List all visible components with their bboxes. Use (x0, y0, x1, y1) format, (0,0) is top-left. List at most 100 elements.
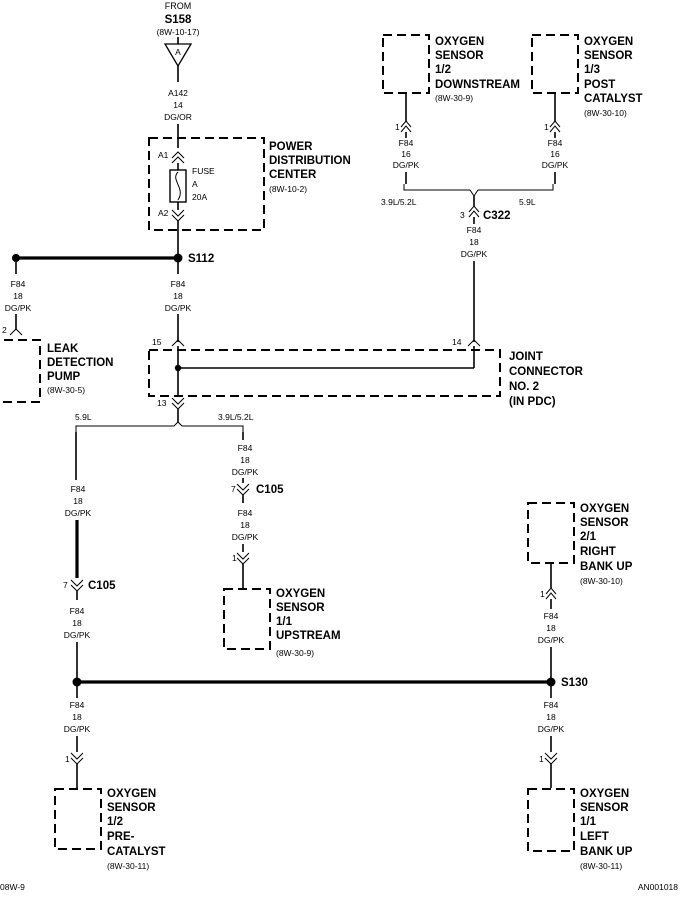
sensor-ref: (8W-30-11) (107, 861, 149, 871)
pdc-ref: (8W-10-2) (269, 184, 307, 194)
wire-label: DG/PK (538, 724, 565, 734)
sensor-ref: (8W-30-10) (584, 108, 627, 118)
c322-option-right: 5.9L (519, 197, 536, 207)
fuse-number: A (192, 179, 198, 189)
sensor-title: OXYGEN (107, 788, 156, 800)
connector-arrow-icon (400, 120, 412, 133)
sensor-title: BANK UP (580, 846, 633, 858)
fuse-icon (169, 169, 187, 203)
sensor-pin: 1 (540, 589, 545, 599)
wire-label: 18 (469, 237, 479, 247)
pdc-title-2: DISTRIBUTION (269, 155, 351, 167)
page-number: 08W-9 (0, 882, 25, 892)
wire-label: 18 (546, 712, 556, 722)
wire-label: F84 (71, 484, 86, 494)
connector-arrow-icon (468, 205, 480, 218)
connector-arrow-icon (236, 483, 250, 496)
sensor-title: 1/2 (435, 64, 451, 76)
wire-label: F84 (544, 611, 559, 621)
connector-arrow-icon (467, 339, 481, 347)
sensor-title: SENSOR (435, 50, 484, 62)
wire-label: F84 (548, 138, 563, 148)
sensor-title: CATALYST (107, 846, 166, 858)
from-label: FROM (165, 1, 192, 11)
joint-title-2: CONNECTOR (509, 366, 584, 378)
wire-label: DG/PK (64, 724, 91, 734)
wire-a142-gauge: 14 (173, 100, 183, 110)
source-s158: FROM S158 (8W-10-17) A A142 14 DG/OR (157, 1, 200, 148)
wire-label: DG/PK (232, 532, 259, 542)
oxygen-sensor-1-3-post-catalyst: OXYGEN SENSOR 1/3 POST CATALYST (8W-30-1… (531, 34, 643, 184)
sensor-title: OXYGEN (584, 36, 633, 48)
oxygen-sensor-1-2-downstream: OXYGEN SENSOR 1/2 DOWNSTREAM (8W-30-9) 1… (382, 34, 520, 184)
pdc-title-3: CENTER (269, 169, 317, 181)
sensor-title: OXYGEN (276, 588, 325, 600)
sensor-title: OXYGEN (435, 36, 484, 48)
split-option-left: 5.9L (75, 412, 92, 422)
sensor-title: 1/3 (584, 64, 600, 76)
split-option-right: 3.9L/5.2L (218, 412, 254, 422)
triangle-arrow-icon (163, 43, 193, 68)
wire-label: F84 (171, 279, 186, 289)
sensor-title: BANK UP (580, 561, 633, 573)
joint-connector-no-2: 15 14 13 JOINT CONNECTOR NO. 2 (IN PDC) (148, 337, 584, 410)
connector-arrow-icon (9, 328, 23, 336)
triangle-letter: A (175, 47, 181, 57)
joint-pin-15: 15 (152, 337, 162, 347)
leak-ref: (8W-30-5) (47, 385, 85, 395)
sensor-title: 2/1 (580, 531, 597, 543)
wire-label: F84 (238, 443, 253, 453)
oxygen-sensor-1-2-pre-catalyst: OXYGEN SENSOR 1/2 PRE- CATALYST (8W-30-1… (54, 788, 166, 871)
leak-pin: 2 (2, 325, 7, 335)
leak-title-1: LEAK (47, 343, 79, 355)
sensor-title: DOWNSTREAM (435, 79, 520, 91)
sensor-title: SENSOR (580, 517, 629, 529)
sensor-title: SENSOR (580, 802, 629, 814)
c322-label: C322 (483, 210, 511, 222)
wire-label: 18 (72, 712, 82, 722)
wire-label: F84 (238, 508, 253, 518)
sensor-title: 1/2 (107, 816, 123, 828)
pin-a2: A2 (158, 208, 169, 218)
c105-pin: 7 (63, 580, 68, 590)
wire-label: F84 (399, 138, 414, 148)
sensor-title: OXYGEN (580, 503, 629, 515)
sensor-title: SENSOR (584, 50, 633, 62)
c322-pin: 3 (460, 210, 465, 220)
sensor-pin: 1 (65, 754, 70, 764)
sensor-pin: 1 (539, 754, 544, 764)
power-distribution-center: A1 FUSE A 20A A2 POWER DISTRIBUTION CENT… (148, 137, 351, 231)
connector-arrow-icon (236, 552, 250, 565)
wire-label: 18 (546, 623, 556, 633)
s130-label: S130 (561, 677, 588, 689)
wire-label: DG/PK (461, 249, 488, 259)
wire-label: F84 (70, 700, 85, 710)
sensor-title: RIGHT (580, 546, 616, 558)
wire-label: 16 (550, 149, 560, 159)
splice-s112: S112 (12, 253, 214, 265)
wire-label: 18 (13, 291, 23, 301)
wire-label: DG/PK (64, 630, 91, 640)
wire-label: DG/PK (65, 508, 92, 518)
sensor-pin: 1 (544, 122, 549, 132)
sensor-title: 1/1 (276, 616, 293, 628)
joint-pin-13: 13 (157, 398, 167, 408)
connector-arrow-icon (549, 120, 561, 133)
sensor-ref: (8W-30-10) (580, 576, 623, 586)
s112-label: S112 (188, 253, 214, 265)
fuse-label: FUSE (192, 166, 215, 176)
sensor-title: SENSOR (107, 802, 156, 814)
connector-arrow-icon (171, 209, 185, 222)
wire-label: F84 (70, 606, 85, 616)
sensor-ref: (8W-30-9) (276, 648, 314, 658)
connector-arrow-icon (171, 397, 185, 410)
leak-detection-pump: LEAK DETECTION PUMP (8W-30-5) (0, 339, 113, 403)
sensor-title: 1/1 (580, 816, 597, 828)
figure-code: AN001018 (638, 882, 678, 892)
fuse-amperage: 20A (192, 192, 207, 202)
wire-label: F84 (544, 700, 559, 710)
sensor-pin: 1 (232, 553, 237, 563)
option-brace (75, 421, 244, 432)
connector-arrow-icon (171, 151, 185, 164)
